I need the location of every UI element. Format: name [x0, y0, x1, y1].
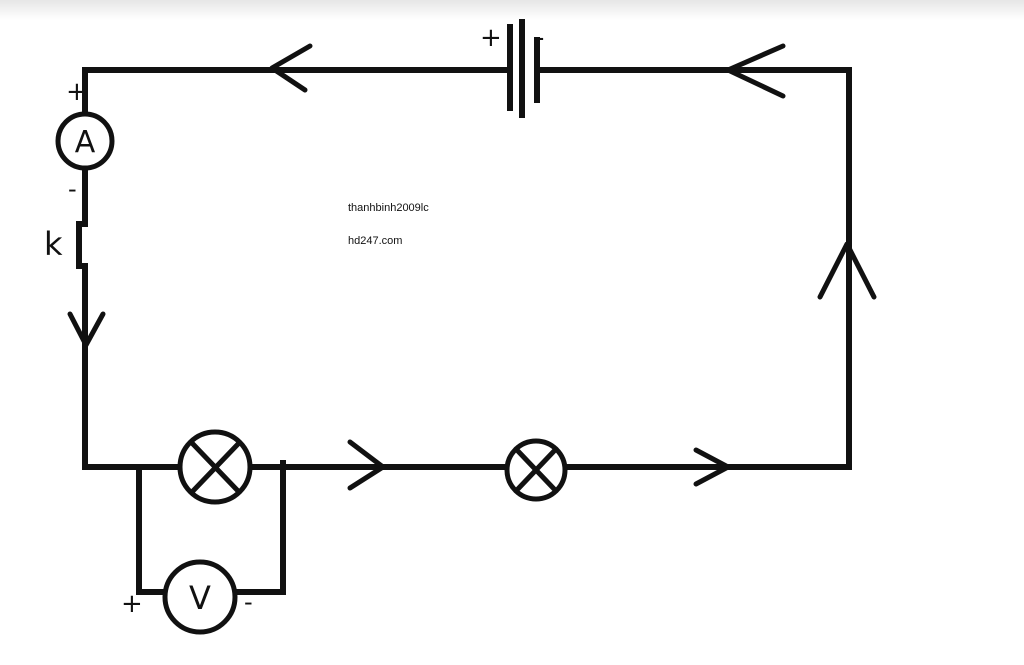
ammeter-symbol: A [75, 125, 96, 160]
ammeter [55, 111, 115, 171]
current-arrows [67, 43, 877, 491]
arrow-bottom-right-icon [693, 447, 731, 487]
ammeter-plus-label: + [66, 77, 88, 107]
voltmeter-minus-label: - [244, 588, 253, 616]
window-top-shadow [0, 0, 1024, 20]
circuit-wires [82, 67, 852, 595]
watermark-author: thanhbinh2009lc [348, 202, 429, 214]
switch-label: k [44, 225, 63, 263]
lamp-2 [504, 438, 568, 502]
lamp-1 [177, 429, 253, 505]
ammeter-minus-label: - [68, 175, 77, 203]
arrow-bottom-middle-icon [347, 439, 386, 491]
arrow-left-down-icon [67, 311, 106, 348]
arrow-right-up-icon [817, 241, 877, 300]
battery-plus-label: + [480, 23, 502, 53]
voltmeter [162, 559, 238, 635]
voltmeter-plus-label: + [121, 589, 143, 619]
voltmeter-symbol: V [189, 579, 211, 617]
arrow-top-right-icon [725, 43, 786, 99]
battery [507, 19, 540, 118]
watermark-site: hd247.com [348, 235, 402, 247]
switch [76, 221, 88, 269]
arrow-top-left-icon [269, 43, 313, 93]
battery-minus-label: - [535, 23, 544, 53]
